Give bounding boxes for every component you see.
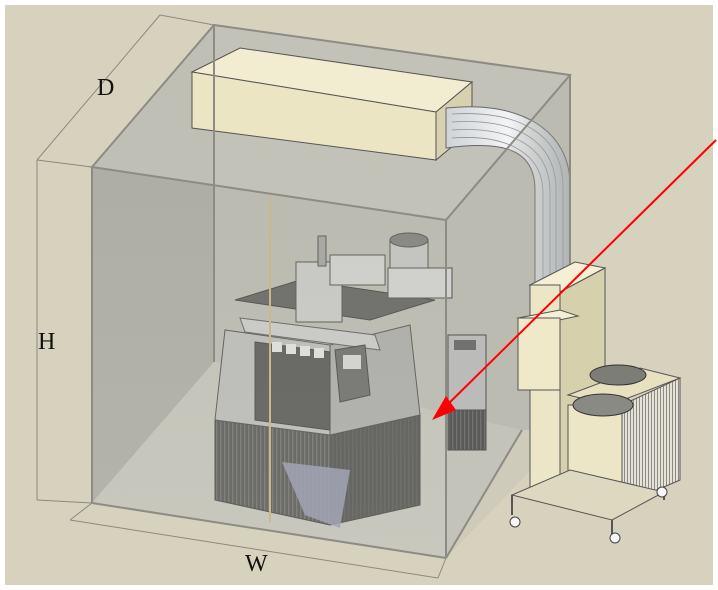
- dimension-lines: [36, 14, 447, 579]
- flex-duct-hose: [445, 106, 571, 286]
- caster-wheel: [656, 486, 668, 498]
- depth-label: D: [97, 75, 115, 101]
- pointer-arrow: [432, 139, 717, 420]
- caster-wheel: [609, 532, 621, 544]
- width-label: W: [245, 551, 268, 577]
- fan-icon: [589, 364, 647, 386]
- fan-icon: [572, 393, 634, 417]
- chiller-unit: [509, 261, 682, 544]
- height-label: H: [38, 329, 56, 355]
- enclosure-front: [90, 23, 572, 559]
- caster-wheel: [509, 516, 521, 528]
